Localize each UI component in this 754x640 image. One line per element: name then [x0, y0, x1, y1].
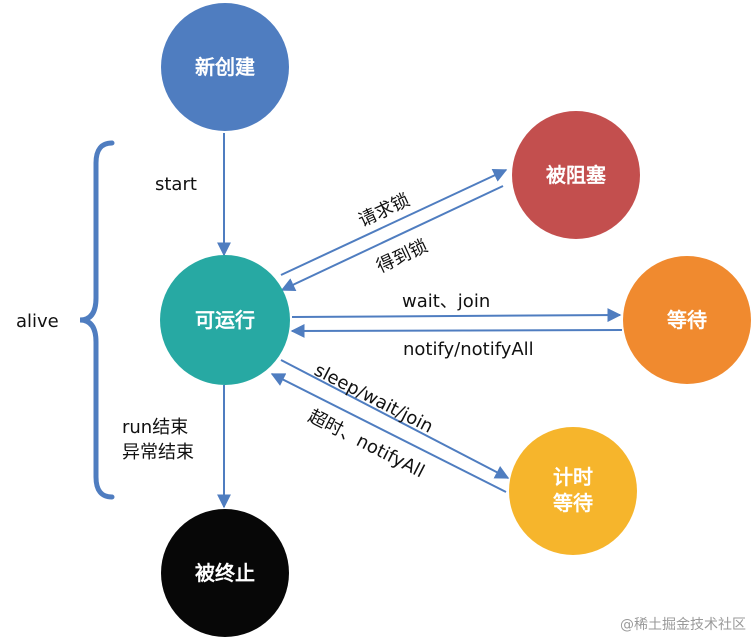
- node-timed-waiting: 计时 等待: [509, 427, 637, 555]
- alive-label: alive: [16, 311, 59, 332]
- arrow-runnable-to-timed-waiting: [280, 359, 510, 479]
- node-waiting-label: 等待: [667, 308, 707, 332]
- arrow-blocked-to-runnable: [280, 185, 504, 291]
- alive-brace: [79, 140, 115, 500]
- node-timed-waiting-label-line1: 计时: [553, 465, 593, 489]
- watermark: @稀土掘金技术社区: [620, 617, 746, 633]
- edge-label-wait-join: wait、join: [402, 291, 490, 312]
- edge-label-run-end: run结束: [122, 417, 188, 438]
- node-runnable-label: 可运行: [195, 308, 255, 332]
- node-terminated-label: 被终止: [195, 561, 255, 585]
- node-runnable: 可运行: [160, 255, 290, 385]
- edge-label-exception-end: 异常结束: [122, 442, 194, 463]
- node-waiting: 等待: [623, 256, 751, 384]
- node-new-label: 新创建: [195, 55, 255, 79]
- node-timed-waiting-label-line2: 等待: [553, 491, 593, 515]
- arrow-runnable-to-blocked: [280, 168, 508, 276]
- arrow-timed-waiting-to-runnable: [270, 373, 507, 493]
- arrow-waiting-to-runnable: [290, 323, 623, 338]
- node-new: 新创建: [161, 3, 289, 131]
- edge-label-request-lock: 请求锁: [355, 190, 413, 232]
- node-blocked: 被阻塞: [512, 111, 640, 239]
- node-blocked-label: 被阻塞: [546, 163, 607, 187]
- edge-label-start: start: [155, 174, 197, 195]
- arrow-runnable-to-waiting: [291, 308, 622, 323]
- edge-label-notify: notify/notifyAll: [403, 339, 534, 360]
- node-terminated: 被终止: [161, 509, 289, 637]
